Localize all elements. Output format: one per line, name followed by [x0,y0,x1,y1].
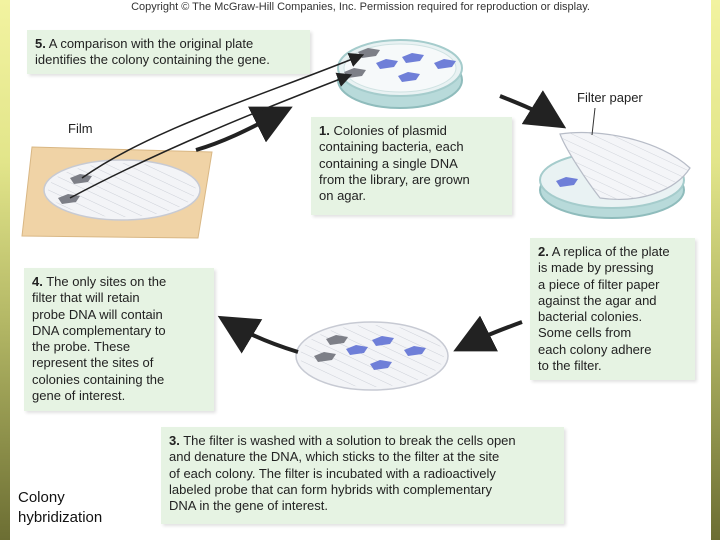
step-number: 4. [32,274,43,289]
comparison-line [81,52,365,179]
step-text: A comparison with the original plate ide… [35,36,270,68]
film-spot [58,194,80,204]
colony-blue [376,59,398,69]
comparison-line [69,72,353,199]
arrow-to-plate [195,106,293,152]
arrow-to-filter [499,90,567,129]
colony-blue [434,59,456,69]
step-text: A replica of the plate is made by pressi… [538,244,670,374]
step-1-box: 1. Colonies of plasmid containing bacter… [311,117,512,215]
arrow-to-step4 [217,315,299,354]
step-2-box: 2. A replica of the plate is made by pre… [530,238,695,380]
film-label: Film [68,121,93,136]
comparison-lines [69,52,365,199]
step-text: The only sites on the filter that will r… [32,274,167,404]
step-3-box: 3. The filter is washed with a solution … [161,427,564,524]
step-number: 5. [35,36,46,51]
step-5-box: 5. A comparison with the original plate … [27,30,310,74]
original-plate [337,39,463,109]
film-sheet [21,146,213,239]
step-text: The filter is washed with a solution to … [169,433,516,514]
step-number: 3. [169,433,180,448]
colony-blue [402,53,424,63]
step-text: Colonies of plasmid containing bacteria,… [319,123,470,204]
filter-paper-plate [539,107,691,219]
step-4-box: 4. The only sites on the filter that wil… [24,268,214,411]
film-spot [70,174,92,184]
washed-filter [295,321,449,391]
filter-paper-label: Filter paper [577,90,643,105]
step-number: 2. [538,244,549,259]
step-number: 1. [319,123,330,138]
copyright-notice: Copyright © The McGraw-Hill Companies, I… [131,1,590,13]
slide-caption: Colony hybridization [18,489,103,526]
cycle-arrows [195,90,567,354]
arrow-to-washed [453,315,523,352]
colony-blue [398,72,420,82]
